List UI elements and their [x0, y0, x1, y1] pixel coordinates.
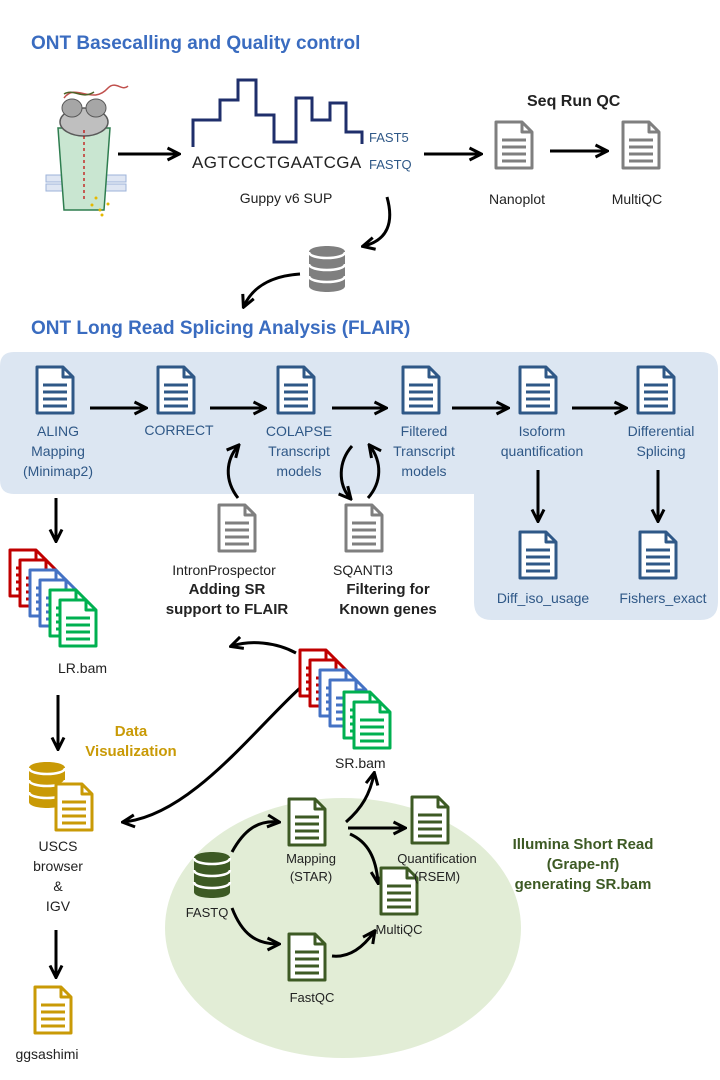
quant-label: Quantification (RSEM)	[397, 851, 477, 884]
lr-bam-stack-icon	[8, 548, 98, 648]
browser-label: USCS browser & IGV	[33, 838, 83, 914]
intronprospector-doc-icon	[217, 503, 257, 553]
fast5-label: FAST5	[369, 130, 409, 145]
fastqc-doc-icon	[287, 932, 327, 982]
browser-doc-icon	[54, 782, 94, 832]
illumina-fastq-label: FASTQ	[185, 905, 229, 920]
fastqc-label: FastQC	[289, 990, 335, 1005]
illumina-ellipse	[165, 798, 521, 1058]
title-seq-run-qc: Seq Run QC	[527, 93, 621, 110]
isoform-doc-icon	[518, 365, 558, 415]
ggsashimi-doc-icon	[33, 985, 73, 1035]
filtered-doc-icon	[401, 365, 441, 415]
arrow-guppy-to-db	[364, 196, 392, 246]
diff-iso-label: Diff_iso_usage	[496, 590, 590, 606]
sr-bam-label: SR.bam	[335, 755, 386, 771]
multiqc-doc-icon	[621, 120, 661, 170]
arrow-mapping-to-srbam	[345, 774, 374, 824]
nanoplot-label: Nanoplot	[488, 191, 546, 207]
intronprospector-label: IntronProspector	[172, 562, 276, 578]
adding-sr-label: Adding SR support to FLAIR	[165, 581, 289, 618]
database-icon	[307, 244, 347, 294]
fishers-doc-icon	[638, 530, 678, 580]
arrow-db-to-flair	[244, 272, 301, 306]
ggsashimi-label: ggsashimi	[15, 1046, 79, 1062]
arrow-sqanti-to-filtered	[366, 446, 379, 499]
signal-trace	[191, 78, 364, 147]
arrow-srbam-to-browser	[124, 686, 302, 822]
fastq-label: FASTQ	[369, 157, 412, 172]
mapping-label: Mapping (STAR)	[286, 851, 336, 884]
quant-doc-icon	[410, 795, 450, 845]
aling-doc-icon	[35, 365, 75, 415]
fastq-database-icon	[192, 850, 232, 900]
isoform-label: Isoform quantification	[500, 423, 584, 459]
title-basecalling: ONT Basecalling and Quality control	[31, 33, 361, 54]
arrow-fastq-to-fastqc	[230, 907, 278, 944]
arrow-mapping-to-multiqc	[349, 832, 378, 882]
filtering-label: Filtering for Known genes	[339, 581, 437, 618]
fishers-label: Fishers_exact	[619, 590, 707, 606]
arrow-fastq-to-mapping	[230, 822, 278, 853]
sequence-text: AGTCCCTGAATCGA	[192, 153, 362, 172]
sr-bam-stack-icon	[298, 648, 392, 750]
lr-bam-label: LR.bam	[58, 660, 108, 676]
colapse-label: COLAPSE Transcript models	[265, 423, 333, 479]
correct-doc-icon	[156, 365, 196, 415]
illumina-multiqc-label: MultiQC	[375, 922, 423, 937]
arrow-srbam-to-intronprospector	[232, 643, 297, 655]
data-visualization-label: Data Visualization	[85, 723, 177, 760]
sqanti-doc-icon	[344, 503, 384, 553]
diff-iso-doc-icon	[518, 530, 558, 580]
mapping-doc-icon	[287, 797, 327, 847]
differential-doc-icon	[636, 365, 676, 415]
colapse-doc-icon	[276, 365, 316, 415]
guppy-label: Guppy v6 SUP	[239, 190, 333, 206]
arrow-intronprospector-to-colapse	[228, 446, 238, 499]
nanoplot-doc-icon	[494, 120, 534, 170]
multiqc-label: MultiQC	[611, 191, 663, 207]
sqanti-label: SQANTI3	[333, 562, 393, 578]
title-splicing: ONT Long Read Splicing Analysis (FLAIR)	[31, 318, 411, 339]
aling-label: ALING Mapping (Minimap2)	[22, 423, 94, 479]
illumina-label: Illumina Short Read (Grape-nf) generatin…	[512, 836, 654, 893]
differential-label: Differential Splicing	[627, 423, 695, 459]
nanopore-illustration	[45, 84, 129, 217]
arrow-filtered-to-sqanti	[341, 445, 354, 498]
correct-label: CORRECT	[144, 422, 214, 438]
arrow-fastqc-to-multiqc	[331, 932, 374, 958]
filtered-label: Filtered Transcript models	[393, 423, 455, 479]
